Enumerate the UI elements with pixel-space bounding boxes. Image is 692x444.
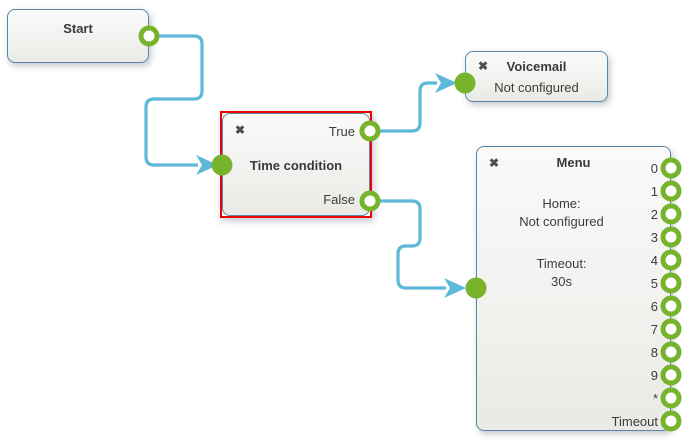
output-label-2: 2 (650, 207, 658, 222)
selection-outline: ✖ True Time condition False (220, 111, 372, 218)
connection-arrowhead (444, 278, 466, 298)
close-icon[interactable]: ✖ (234, 123, 246, 137)
connection-arrowhead (196, 155, 218, 175)
node-menu[interactable]: ✖ Menu Home: Not configured Timeout: 30s… (476, 146, 671, 431)
connection-arrowhead (435, 73, 457, 93)
output-label-8: 8 (650, 345, 658, 360)
close-icon[interactable]: ✖ (477, 59, 489, 73)
node-title: Voicemail (506, 59, 567, 74)
close-icon[interactable]: ✖ (488, 156, 500, 170)
output-label-1: 1 (650, 184, 658, 199)
output-label-6: 6 (650, 299, 658, 314)
output-label-4: 4 (650, 253, 658, 268)
node-title: Menu (556, 155, 591, 170)
output-label-star: * (652, 391, 658, 406)
node-time-condition[interactable]: ✖ True Time condition False (222, 113, 370, 216)
menu-timeout-value: 30s (551, 274, 572, 289)
output-label-3: 3 (650, 230, 658, 245)
connection-start-to-timecondition[interactable] (144, 34, 204, 167)
spacer (485, 231, 638, 255)
output-label-5: 5 (650, 276, 658, 291)
connection-true-to-voicemail[interactable] (368, 81, 437, 133)
output-label-false: False (323, 192, 355, 207)
menu-home-value: Not configured (519, 214, 604, 229)
node-start[interactable]: Start (7, 9, 149, 63)
menu-home-label: Home: (542, 196, 581, 211)
node-title: Start (63, 21, 93, 36)
output-label-true: True (328, 124, 355, 139)
output-label-7: 7 (650, 322, 658, 337)
node-body: Not configured (494, 80, 579, 95)
output-label-0: 0 (650, 161, 658, 176)
connection-false-to-menu[interactable] (368, 199, 446, 290)
menu-timeout-label: Timeout: (536, 256, 587, 271)
node-title: Time condition (249, 158, 343, 173)
output-label-timeout: Timeout (611, 414, 658, 429)
node-voicemail[interactable]: ✖ Voicemail Not configured (465, 51, 608, 102)
output-label-9: 9 (650, 368, 658, 383)
node-body: Home: Not configured Timeout: 30s (485, 195, 638, 291)
